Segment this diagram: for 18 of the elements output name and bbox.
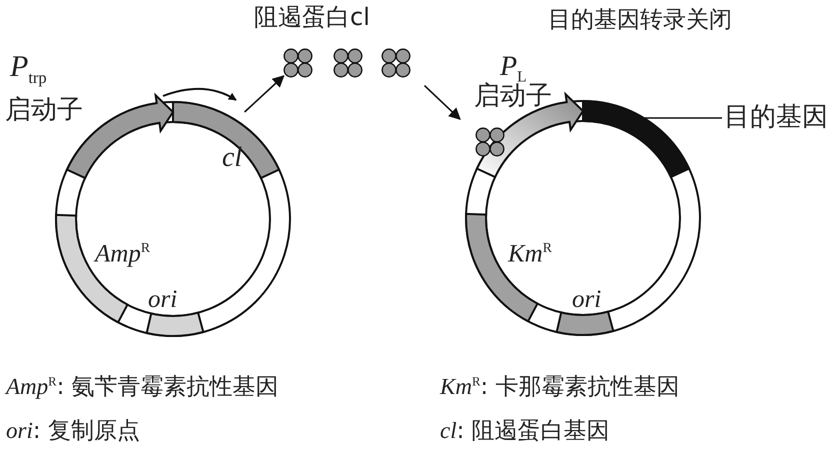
gene-label: Km$^{R}$ bbox=[508, 240, 552, 268]
promoter-label: 启动子 bbox=[5, 96, 83, 125]
arrow bbox=[424, 85, 461, 120]
gene-label: ori bbox=[148, 286, 178, 314]
key-text: cl: 阻遏蛋白基因 bbox=[440, 418, 610, 444]
key-text: ori: 复制原点 bbox=[6, 418, 140, 444]
gene-label: cl bbox=[222, 143, 242, 174]
key-text: Km$^{R}$: 卡那霉素抗性基因 bbox=[440, 374, 680, 400]
gene-label: ori bbox=[572, 286, 602, 314]
key-text: Amp$^{R}$: 氨苄青霉素抗性基因 bbox=[6, 374, 279, 400]
promoter-symbol: P$_{trp}$ bbox=[10, 50, 47, 88]
gene-segment bbox=[582, 100, 690, 178]
note-text: 目的基因转录关闭 bbox=[548, 8, 732, 34]
gene-label: 目的基因 bbox=[724, 103, 828, 132]
protein-label: 阻遏蛋白cl bbox=[254, 4, 370, 30]
gene-label: Amp$^{R}$ bbox=[95, 240, 150, 268]
arrow bbox=[244, 75, 285, 113]
leader-line bbox=[644, 117, 722, 119]
